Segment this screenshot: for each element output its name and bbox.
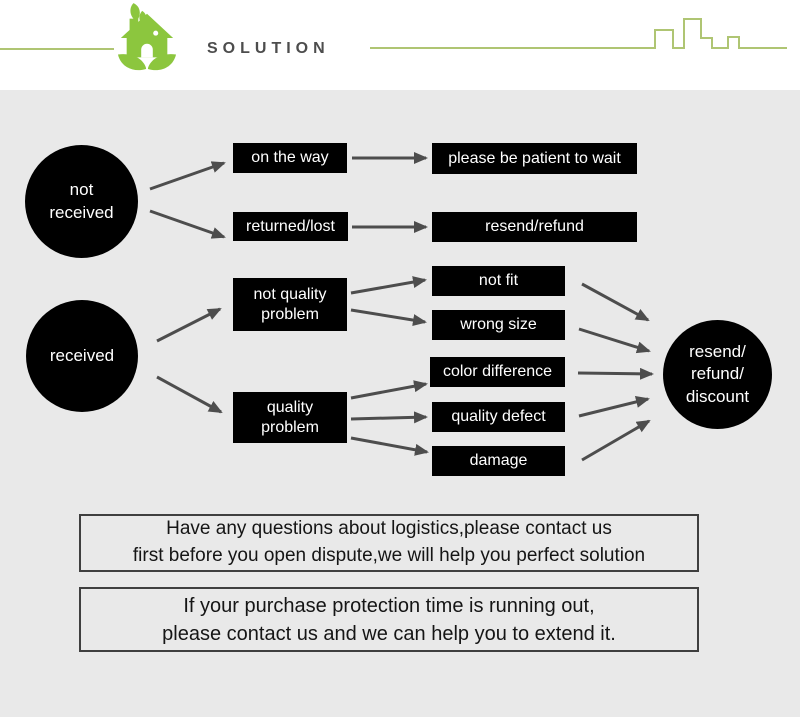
node-please-be-patient: please be patient to wait xyxy=(432,143,637,174)
node-damage: damage xyxy=(432,446,565,476)
arrow-wrongsize-outcome xyxy=(578,327,651,354)
node-returned-lost: returned/lost xyxy=(233,212,348,241)
arrow-damage-outcome xyxy=(581,419,651,462)
node-color-difference: color difference xyxy=(430,357,565,387)
node-resend-refund: resend/refund xyxy=(432,212,637,242)
arrow-notfit-outcome xyxy=(581,282,650,322)
arrow-received-notqualityproblem xyxy=(156,307,222,343)
header-left-rule xyxy=(0,48,114,50)
arrow-notreceived-ontheway xyxy=(149,161,226,191)
page-title: SOLUTION xyxy=(207,40,330,57)
node-not-quality-problem: not quality problem xyxy=(233,278,347,331)
note-purchase-protection: If your purchase protection time is runn… xyxy=(79,587,699,652)
arrow-qualitydefect-outcome xyxy=(578,396,650,418)
arrow-quality-damage xyxy=(350,436,429,456)
arrow-notquality-wrongsize xyxy=(350,308,427,327)
header-band: SOLUTION xyxy=(0,0,800,90)
node-received: received xyxy=(26,300,138,412)
arrow-notquality-notfit xyxy=(350,276,427,295)
arrow-colordifference-outcome xyxy=(577,367,654,380)
node-not-received: not received xyxy=(25,145,138,258)
arrow-quality-qualitydefect xyxy=(350,411,428,424)
node-resend-refund-discount: resend/ refund/ discount xyxy=(663,320,772,429)
eco-house-icon xyxy=(117,3,177,71)
node-quality-problem: quality problem xyxy=(233,392,347,443)
note-logistics: Have any questions about logistics,pleas… xyxy=(79,514,699,572)
city-skyline-icon xyxy=(370,18,787,49)
node-on-the-way: on the way xyxy=(233,143,347,173)
arrow-received-qualityproblem xyxy=(156,375,223,414)
node-not-fit: not fit xyxy=(432,266,565,296)
arrow-quality-colordifference xyxy=(350,380,428,400)
node-wrong-size: wrong size xyxy=(432,310,565,340)
node-quality-defect: quality defect xyxy=(432,402,565,432)
arrow-notreceived-returnedlost xyxy=(149,209,226,239)
